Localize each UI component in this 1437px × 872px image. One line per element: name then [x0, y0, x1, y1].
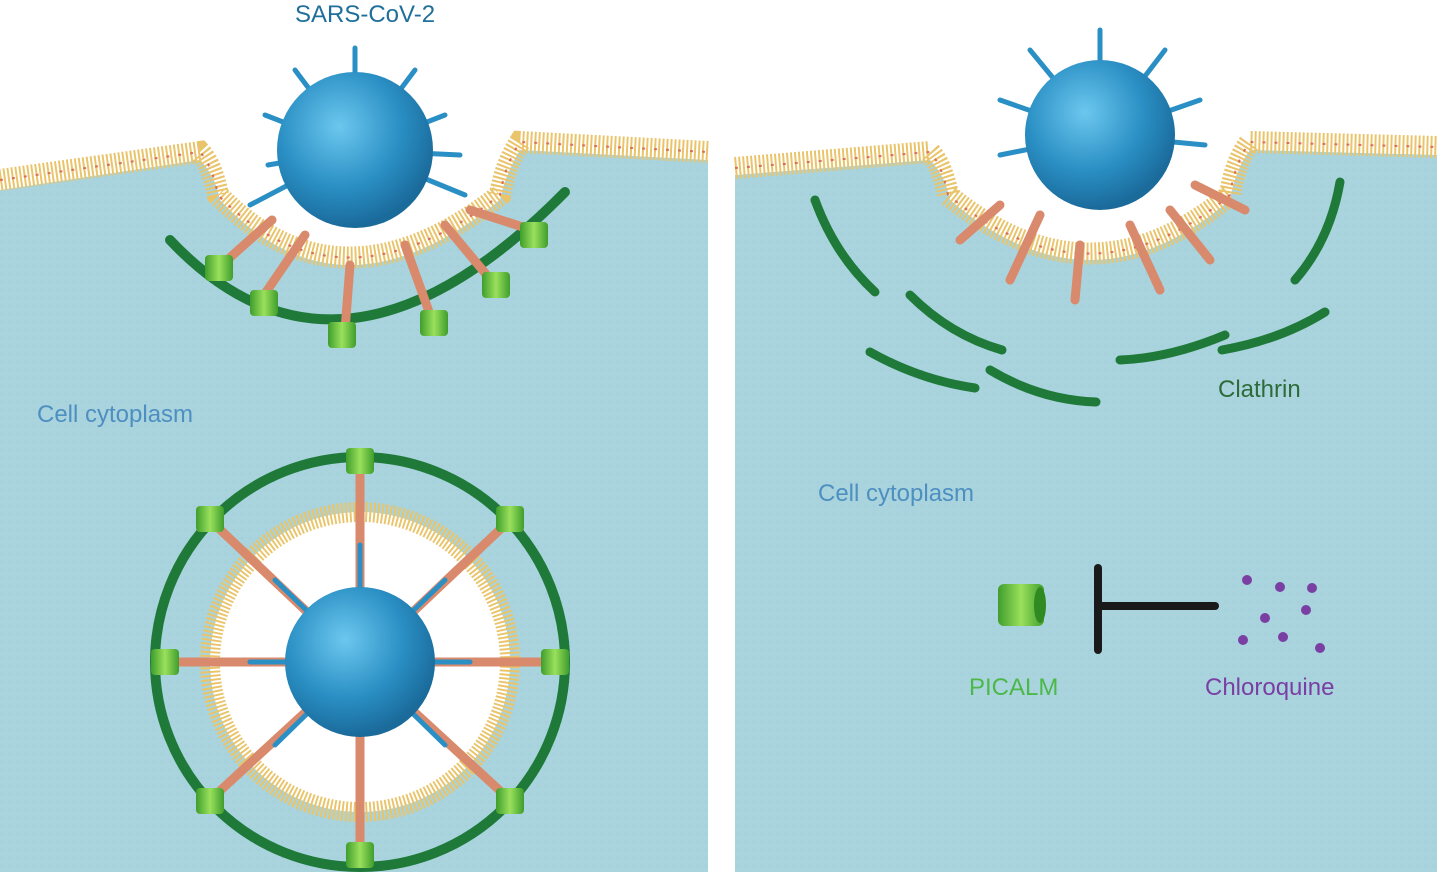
clathrin-label: Clathrin [1218, 376, 1301, 403]
virus-icon [247, 45, 468, 228]
picalm-label: PICALM [969, 674, 1058, 701]
virus-right-icon [1025, 60, 1175, 210]
cytoplasm-right-label: Cell cytoplasm [818, 480, 974, 507]
picalm-icon [998, 584, 1044, 626]
inhibition-icon [1094, 564, 1219, 654]
picalm-top [205, 222, 548, 348]
cytoplasm-left-label: Cell cytoplasm [37, 401, 193, 428]
left-panel: SARS-CoV-2 Cell cytoplasm [0, 1, 709, 872]
clathrin-coat-top [165, 187, 570, 325]
chloroquine-label: Chloroquine [1205, 674, 1334, 701]
clathrin-icon [810, 177, 1345, 407]
coated-vesicle [150, 448, 570, 872]
chloroquine-icon [1238, 575, 1325, 653]
virus-label: SARS-CoV-2 [295, 1, 435, 28]
right-panel: Clathrin Cell cytoplasm PICALM Chloroqui… [734, 27, 1437, 872]
